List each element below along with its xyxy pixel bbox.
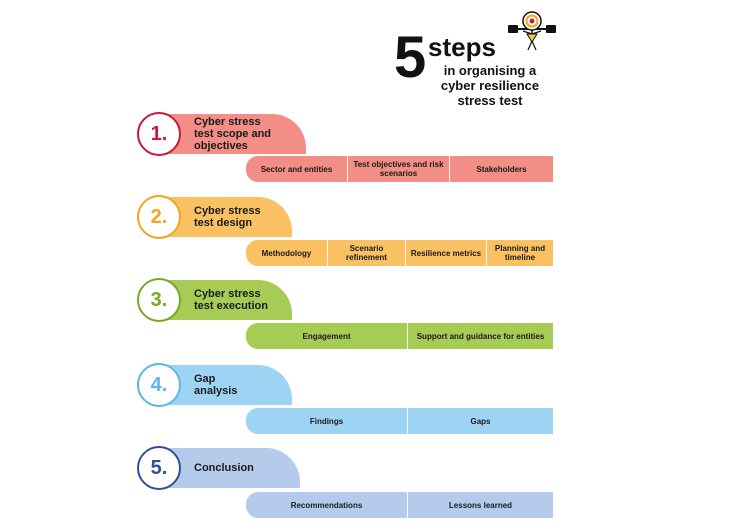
step-2-item: Resilience metrics: [405, 240, 486, 266]
step-2-label: Cyber stress test design: [194, 197, 261, 237]
title-subtitle-line: stress test: [457, 93, 523, 108]
step-2-item: Scenario refinement: [327, 240, 405, 266]
title-subtitle-line: cyber resilience: [440, 78, 540, 93]
title-subtitle: in organising a cyber resilience stress …: [430, 63, 550, 108]
step-label-line: objectives: [194, 140, 248, 152]
step-label-line: Cyber stress: [194, 288, 261, 300]
title-subtitle-line: in organising a: [443, 63, 537, 78]
step-3-label: Cyber stress test execution: [194, 280, 268, 320]
step-label-line: Conclusion: [194, 462, 254, 474]
step-4-label: Gap analysis: [194, 365, 237, 405]
step-4-item: Gaps: [407, 408, 553, 434]
step-4-tab: Gap analysis: [160, 365, 292, 405]
step-1-number-badge: 1.: [137, 112, 181, 156]
step-4-items-bar: Findings Gaps: [246, 408, 553, 434]
step-4-item: Findings: [309, 416, 344, 426]
step-5-item: Recommendations: [290, 500, 363, 510]
step-label-line: Cyber stress: [194, 116, 261, 128]
step-label-line: test scope and: [194, 128, 272, 140]
step-1-item: Sector and entities: [260, 164, 333, 174]
step-1-label: Cyber stress test scope and objectives: [194, 114, 271, 154]
step-5-items-bar: Recommendations Lessons learned: [246, 492, 553, 518]
step-label-line: test execution: [194, 300, 268, 312]
step-1-items-bar: Sector and entities Test objectives and …: [246, 156, 553, 182]
step-label-line: Cyber stress: [194, 205, 261, 217]
step-5-tab: Conclusion: [160, 448, 300, 488]
title-number: 5: [394, 25, 427, 90]
step-2-item: Planning and timeline: [486, 240, 553, 266]
step-1-tab: Cyber stress test scope and objectives: [160, 114, 306, 154]
step-2-number-badge: 2.: [137, 195, 181, 239]
step-3-number-badge: 3.: [137, 278, 181, 322]
step-label-line: test design: [194, 217, 253, 229]
step-2-items-bar: Methodology Scenario refinement Resilien…: [246, 240, 553, 266]
step-3-tab: Cyber stress test execution: [160, 280, 292, 320]
step-4-number-badge: 4.: [137, 363, 181, 407]
step-5-item: Lessons learned: [407, 492, 553, 518]
step-3-item: Support and guidance for entities: [407, 323, 553, 349]
step-3-items-bar: Engagement Support and guidance for enti…: [246, 323, 553, 349]
step-2-tab: Cyber stress test design: [160, 197, 292, 237]
title-word: steps: [428, 32, 496, 62]
gear-mascot-icon: [508, 11, 556, 51]
step-label-line: analysis: [194, 385, 238, 397]
step-5-label: Conclusion: [194, 448, 254, 488]
step-1-item: Stakeholders: [449, 156, 553, 182]
step-5-number-badge: 5.: [137, 446, 181, 490]
step-label-line: Gap: [194, 373, 216, 385]
step-1-item: Test objectives and risk scenarios: [347, 156, 449, 182]
step-2-item: Methodology: [261, 248, 312, 258]
title-block: 5 steps in organising a cyber resilience…: [394, 25, 574, 110]
step-3-item: Engagement: [302, 331, 351, 341]
